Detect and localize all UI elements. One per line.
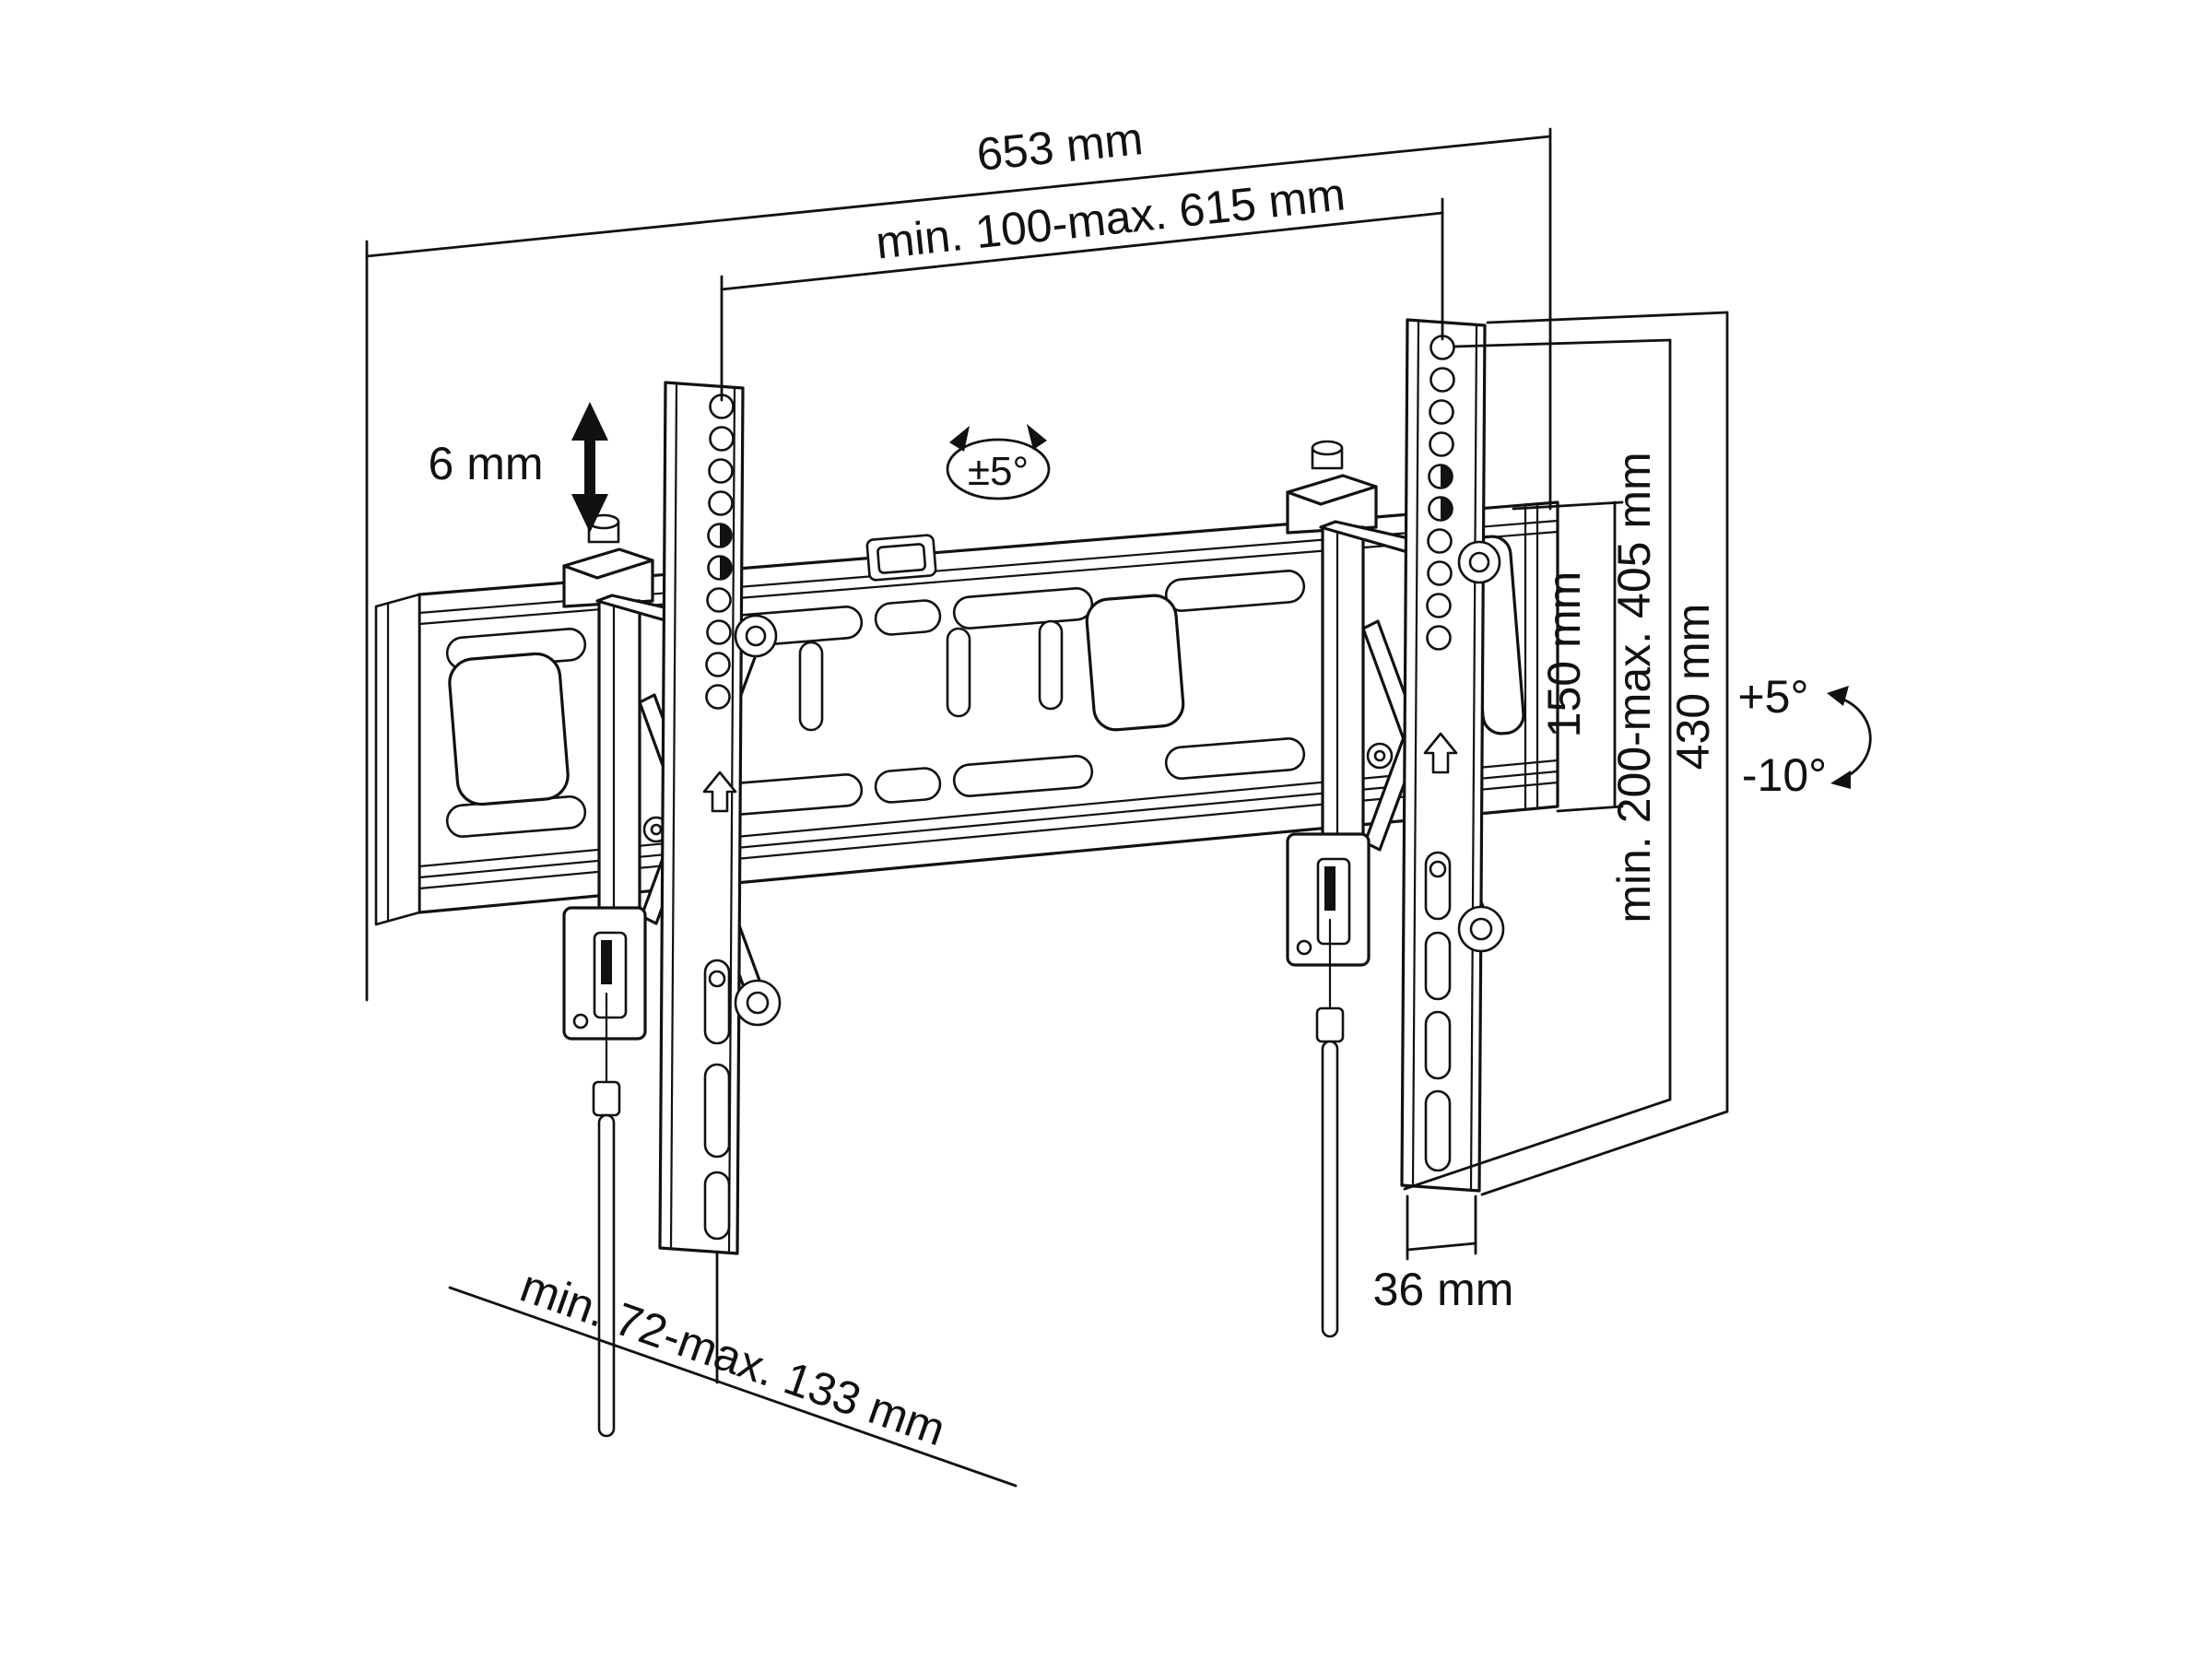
dim-label-rail-height: 150 mm [1538, 571, 1590, 738]
up-arrow-icon [702, 771, 737, 813]
vesa-hole [708, 458, 734, 484]
lock-slider [601, 940, 612, 984]
center-vertical-slots [798, 619, 1064, 732]
extension-line [1512, 500, 1624, 511]
pivot-nut [1469, 917, 1493, 941]
bracket-fold [669, 382, 678, 1251]
vesa-hole [706, 587, 732, 613]
vesa-hole [1427, 528, 1453, 554]
slot-screw [1429, 860, 1447, 878]
pivot-washers [734, 540, 1505, 1027]
rotation-arrowhead [949, 426, 970, 452]
vesa-hole [705, 652, 731, 677]
bracket-lower-slots [1424, 851, 1452, 1172]
cord-strap [597, 1113, 616, 1438]
bracket-lower-slots [703, 959, 731, 1241]
extension-line [1556, 805, 1624, 813]
right-pull-cord [1315, 918, 1345, 1338]
pivot-rivet-center [650, 823, 663, 836]
dim-label-level-adjust: ±5° [968, 449, 1029, 494]
dim-vesa-height-range: min. 200-max. 405 mm [1403, 338, 1672, 1191]
wall-plate [374, 500, 1559, 926]
pivot-rivet-center [1373, 749, 1386, 762]
cord-strap [1321, 1040, 1339, 1338]
dim-label-bracket-height: 430 mm [1667, 604, 1719, 771]
bracket-fold [1469, 324, 1478, 1191]
vesa-hole [708, 490, 734, 516]
rotation-arrowhead [1027, 424, 1047, 450]
vesa-hole [1427, 560, 1453, 586]
vesa-hole-shadow [1441, 497, 1453, 521]
dim-label-vesa-height: min. 200-max. 405 mm [1608, 452, 1660, 923]
dim-wall-distance: min. 72-max. 133 mm [448, 1252, 1018, 1488]
vesa-hole [1429, 399, 1454, 425]
dimension-line [720, 211, 1444, 291]
left-vesa-bracket [658, 381, 745, 1255]
plate-opening-left [448, 652, 570, 806]
dimension-line [448, 1286, 1018, 1488]
tension-knob-top [1311, 440, 1344, 456]
vesa-hole [1429, 431, 1454, 457]
pivot-nut [1468, 551, 1490, 573]
bracket-fold [1411, 320, 1420, 1188]
dim-label-tilt-up: +5° [1737, 671, 1808, 723]
dim-label-bracket-depth: 36 mm [1373, 1264, 1514, 1315]
dim-label-height-adjust: 6 mm [429, 438, 544, 489]
vesa-hole [705, 684, 731, 710]
plate-opening-center [1085, 594, 1185, 732]
vesa-hole [709, 426, 735, 452]
dimension-line [365, 135, 1552, 258]
dim-rail-height: 150 mm [1512, 500, 1624, 813]
dim-bracket-height: 430 mm [1480, 311, 1729, 1196]
dim-tilt-range: +5° -10° [1737, 671, 1872, 801]
mechanism-channel [1321, 525, 1365, 850]
slot-screw [708, 970, 726, 988]
curved-tilt-arrow [1834, 695, 1872, 782]
vesa-hole-column [1426, 335, 1455, 651]
tilt-arrowhead [1827, 686, 1849, 706]
dim-label-total-width: 653 mm [974, 112, 1145, 181]
wall-plate-left-flange [374, 593, 421, 926]
extension-line [1403, 1098, 1672, 1191]
dimension-line [1406, 1241, 1477, 1252]
dim-label-tilt-down: -10° [1742, 749, 1827, 801]
vesa-hole-column [705, 394, 735, 710]
mechanism-cap-front [1286, 485, 1378, 535]
vesa-hole [1426, 625, 1452, 651]
mechanism-cap-front [562, 559, 654, 608]
vesa-hole [1430, 367, 1455, 393]
vesa-hole [1426, 593, 1452, 618]
dim-bracket-depth: 36 mm [1373, 1194, 1514, 1315]
vertical-double-arrow-icon [571, 402, 608, 533]
left-pull-cord [592, 992, 621, 1438]
vesa-hole-shadow [720, 556, 732, 580]
lock-slider [1324, 866, 1335, 911]
safety-latch [865, 534, 937, 582]
up-arrow-icon [1423, 732, 1458, 774]
vesa-hole [706, 619, 732, 645]
vesa-hole-shadow [720, 524, 732, 547]
pivot-nut [745, 625, 767, 647]
dim-label-wall-distance: min. 72-max. 133 mm [514, 1260, 952, 1456]
pivot-nut [746, 991, 770, 1015]
lock-plate [562, 906, 647, 1041]
vesa-hole-shadow [1441, 465, 1453, 488]
rotation-ellipse [946, 438, 1051, 500]
tilt-arrowhead [1830, 771, 1851, 789]
extension-line [1480, 1110, 1729, 1196]
mechanism-channel [597, 599, 641, 924]
lower-mounting-slots [445, 737, 1306, 838]
dim-height-adjustment: 6 mm [429, 402, 608, 533]
dim-level-adjustment: ±5° [946, 424, 1051, 500]
cord-stop [592, 1080, 621, 1117]
dim-label-vesa-width: min. 100-max. 615 mm [874, 168, 1347, 268]
dim-vesa-width-range: min. 100-max. 615 mm [720, 168, 1444, 402]
cord-stop [1315, 1006, 1345, 1043]
extension-line [1486, 311, 1729, 324]
lock-plate [1286, 832, 1371, 967]
extension-line [1453, 338, 1672, 348]
right-vesa-bracket [1400, 318, 1487, 1193]
